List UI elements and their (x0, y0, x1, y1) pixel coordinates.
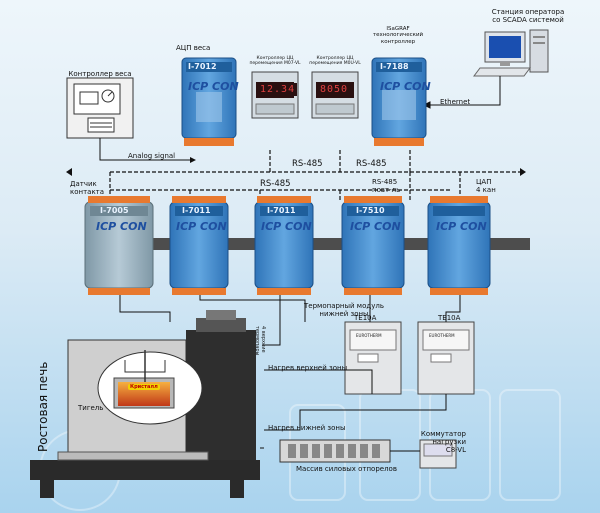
te10a-2-label: TE10A (438, 314, 461, 322)
module-i7005-label: I-7005 (100, 206, 129, 215)
bus-arrows (66, 168, 526, 176)
crucible-label: Тигель (78, 404, 104, 412)
module-i7005 (84, 196, 154, 295)
display-2-readout: 8050 (318, 83, 351, 96)
display-1-readout: 12.34 (258, 83, 298, 96)
control-wiring (119, 295, 461, 449)
brand-logo-7: ICP CON (380, 80, 431, 93)
brand-logo-4: ICP CON (350, 220, 401, 233)
module-i7011-b (254, 196, 314, 295)
controller-module-label: I-7188 (380, 62, 409, 71)
te10a-controller-1 (344, 321, 402, 395)
adc-module-label: I-7012 (188, 62, 217, 71)
scale-controller (66, 77, 134, 139)
load-switch (419, 439, 457, 469)
growth-furnace (30, 310, 260, 498)
isagraf-module-i7188 (371, 57, 427, 146)
rs485-label-a: RS-485 (292, 159, 323, 169)
scale-controller-label: Контроллер веса (68, 70, 132, 78)
adc-module-i7012 (181, 57, 237, 146)
brand-logo-3: ICP CON (261, 220, 312, 233)
brand-logo-6: ICP CON (188, 80, 239, 93)
module-i7011-b-label: I-7011 (267, 206, 296, 215)
thyristor-array (279, 439, 391, 463)
brand-logo-1: ICP CON (96, 220, 147, 233)
furnace-label: Ростовая печь (36, 361, 50, 452)
te10a-controller-2 (417, 321, 475, 395)
brand-logo-2: ICP CON (176, 220, 227, 233)
crystal-label: Кристалл (128, 384, 160, 390)
analog-signal-line (99, 138, 190, 161)
upper-heating-label: Нагрев верхней зоны (268, 364, 348, 372)
ethernet-link (422, 76, 501, 109)
ethernet-label: Ethernet (440, 98, 471, 106)
eurotherm-1-label: EUROTHERM (356, 333, 382, 338)
module-dac (427, 196, 491, 295)
adc-title-label: АЦП веса (176, 44, 211, 52)
operator-station (473, 29, 549, 77)
te10a-1-label: TE10A (354, 314, 377, 322)
module-i7011-a-label: I-7011 (182, 206, 211, 215)
brand-logo-5: ICP CON (436, 220, 487, 233)
module-i7510 (341, 196, 405, 295)
thyristor-array-label: Массив силовых отпорелов (296, 465, 397, 473)
rs485-label-c: RS-485 (260, 179, 291, 189)
eurotherm-2-label: EUROTHERM (429, 333, 455, 338)
lower-heating-label: Нагрев нижней зоны (268, 424, 346, 432)
module-i7011-a (169, 196, 229, 295)
rs485-label-b: RS-485 (356, 159, 387, 169)
module-i7510-label: I-7510 (356, 206, 385, 215)
analog-signal-label: Analog signal (128, 152, 176, 160)
